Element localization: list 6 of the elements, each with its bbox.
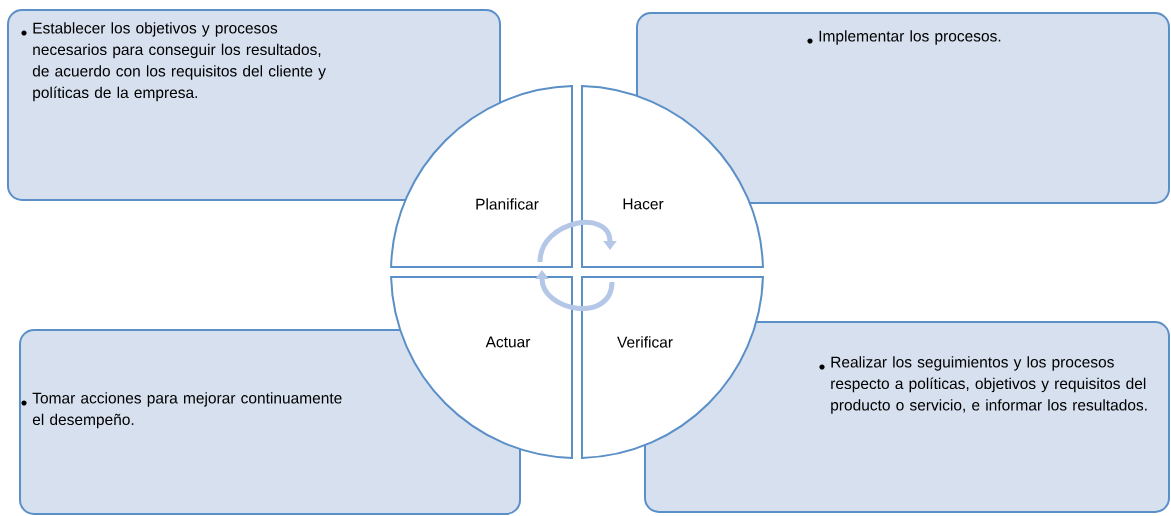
cycle-arrow [537,220,617,263]
quadrant-segment: Hacer [581,85,764,268]
quadrant-segment: Verificar [581,275,764,459]
quadrant-segment: Planificar [390,85,573,268]
cycle-arrow [535,270,615,311]
quadrant-segment: Actuar [390,275,573,459]
